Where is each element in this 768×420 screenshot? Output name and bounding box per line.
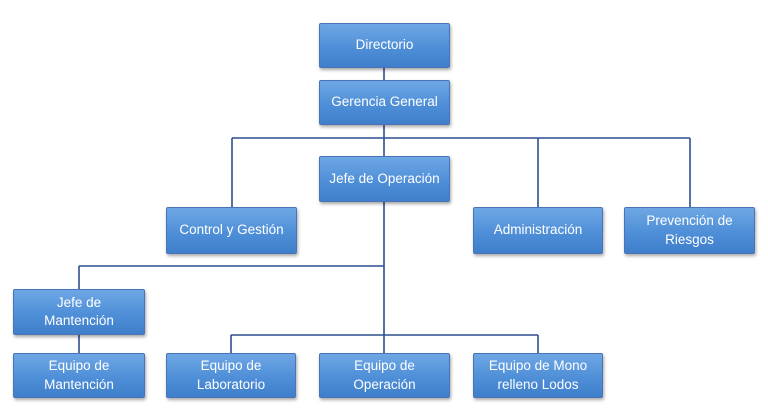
- node-jefe-mantencion: Jefe de Mantención: [13, 289, 145, 335]
- node-prevencion-riesgos: Prevención de Riesgos: [624, 207, 755, 254]
- node-equipo-mantencion: Equipo de Mantención: [13, 353, 145, 398]
- node-control-gestion: Control y Gestión: [166, 207, 297, 254]
- node-equipo-laboratorio: Equipo de Laboratorio: [166, 353, 296, 398]
- node-equipo-mono-relleno: Equipo de Mono relleno Lodos: [473, 353, 603, 398]
- node-equipo-operacion: Equipo de Operación: [319, 353, 450, 398]
- node-gerencia-general: Gerencia General: [319, 80, 450, 125]
- node-jefe-operacion: Jefe de Operación: [319, 156, 450, 202]
- node-directorio: Directorio: [319, 23, 450, 68]
- node-administracion: Administración: [473, 207, 603, 254]
